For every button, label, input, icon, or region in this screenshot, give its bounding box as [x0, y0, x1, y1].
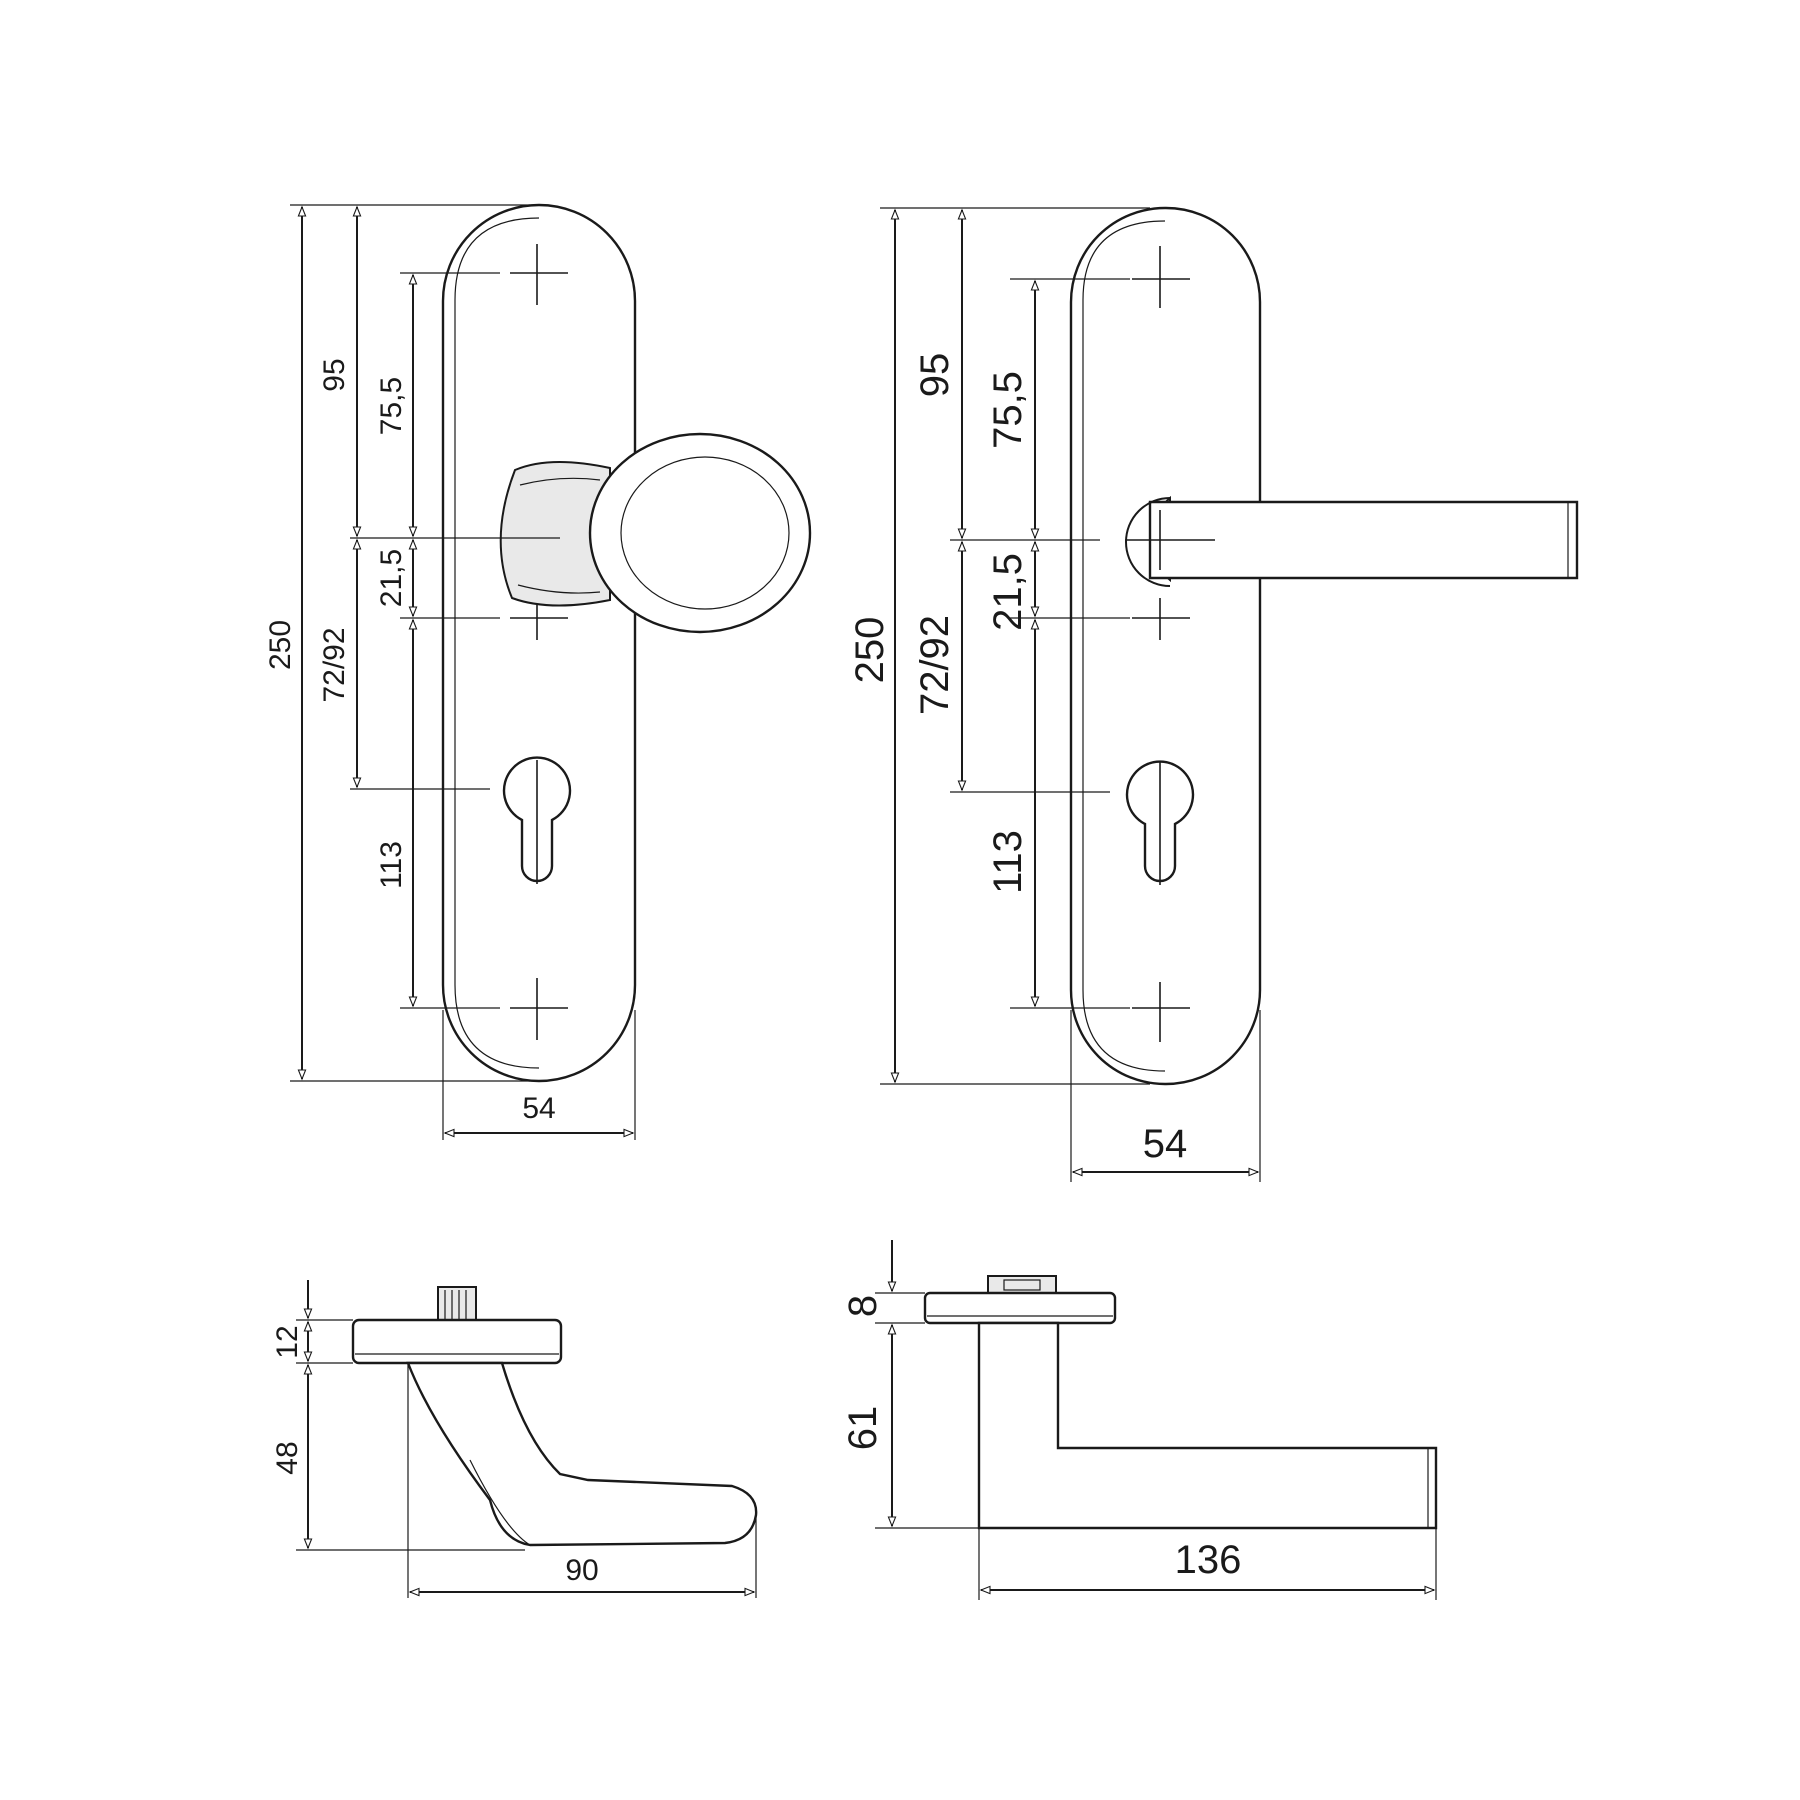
dim-length: 90: [565, 1554, 598, 1587]
plate-inner-edge: [454, 217, 540, 301]
dim-lower-hole: 113: [375, 841, 408, 889]
dim-hole-gap: 21,5: [986, 553, 1030, 631]
spindle-stub-inner: [1003, 1279, 1041, 1291]
dim-projection: 61: [841, 1406, 885, 1451]
dimension-lines: [887, 1240, 1436, 1595]
extension-lines: [880, 207, 1261, 1182]
spindle-center: [1125, 510, 1215, 570]
dim-total-height: 250: [264, 620, 297, 670]
lever-side-view: 8 61 136: [841, 1240, 1438, 1600]
knob-front-view: 250 95 72/92 75,5 21,5 113 54: [264, 203, 812, 1140]
lever-rose-plate: [923, 1291, 1117, 1325]
knob-neck-line: [519, 477, 601, 486]
dim-plate-thickness: 8: [841, 1295, 885, 1317]
screw-hole-top: [510, 244, 568, 305]
dim-plate-thickness: 12: [271, 1325, 304, 1358]
extension-lines: [296, 1319, 757, 1598]
screw-hole-middle: [1132, 598, 1190, 640]
dim-width: 54: [1143, 1122, 1188, 1166]
dim-handle-offset: 95: [913, 353, 957, 398]
spindle-thread: [444, 1290, 467, 1320]
spindle-stub: [437, 1286, 477, 1323]
dim-lower-hole: 113: [986, 830, 1030, 894]
dim-hole-gap: 21,5: [375, 549, 408, 607]
lever-rose-edge: [1125, 497, 1171, 587]
knob-outer: [588, 432, 812, 634]
dim-length: 136: [1175, 1538, 1242, 1582]
screw-hole-bottom: [1132, 982, 1190, 1042]
knob-neck: [499, 461, 611, 607]
lever-body-profile: [977, 1321, 1438, 1530]
screw-hole-top: [1132, 246, 1190, 308]
lever-back-plate: [1069, 206, 1262, 1086]
dim-projection: 48: [271, 1441, 304, 1474]
dim-cylinder-distance: 72/92: [913, 615, 957, 715]
knob-inner: [620, 456, 790, 610]
lever-front-view: 250 95 72/92 75,5 21,5 113 54: [848, 206, 1579, 1182]
knob-side-view: 12 48 90: [271, 1280, 758, 1598]
dim-upper-hole: 75,5: [986, 371, 1030, 449]
dim-handle-offset: 95: [318, 358, 351, 391]
knob-body-profile: [406, 1361, 758, 1547]
knob-back-plate: [441, 203, 637, 1083]
dim-cylinder-distance: 72/92: [318, 627, 351, 702]
dimension-lines: [297, 205, 635, 1138]
extension-lines: [875, 1292, 1437, 1600]
spindle-stub: [987, 1275, 1057, 1295]
extension-lines: [290, 204, 636, 1140]
lever-handle: [1148, 500, 1579, 580]
knob-neck-line: [517, 584, 601, 594]
dimension-lines: [303, 1280, 756, 1597]
dim-width: 54: [522, 1092, 555, 1125]
dim-upper-hole: 75,5: [375, 377, 408, 435]
screw-hole-bottom: [510, 978, 568, 1040]
dim-total-height: 250: [848, 617, 892, 684]
dimension-lines: [890, 208, 1260, 1177]
knob-rose-plate: [351, 1318, 563, 1365]
knob-body-line: [469, 1459, 531, 1546]
plate-inner-edge: [1082, 220, 1166, 301]
plate-inner-edge: [454, 984, 540, 1069]
